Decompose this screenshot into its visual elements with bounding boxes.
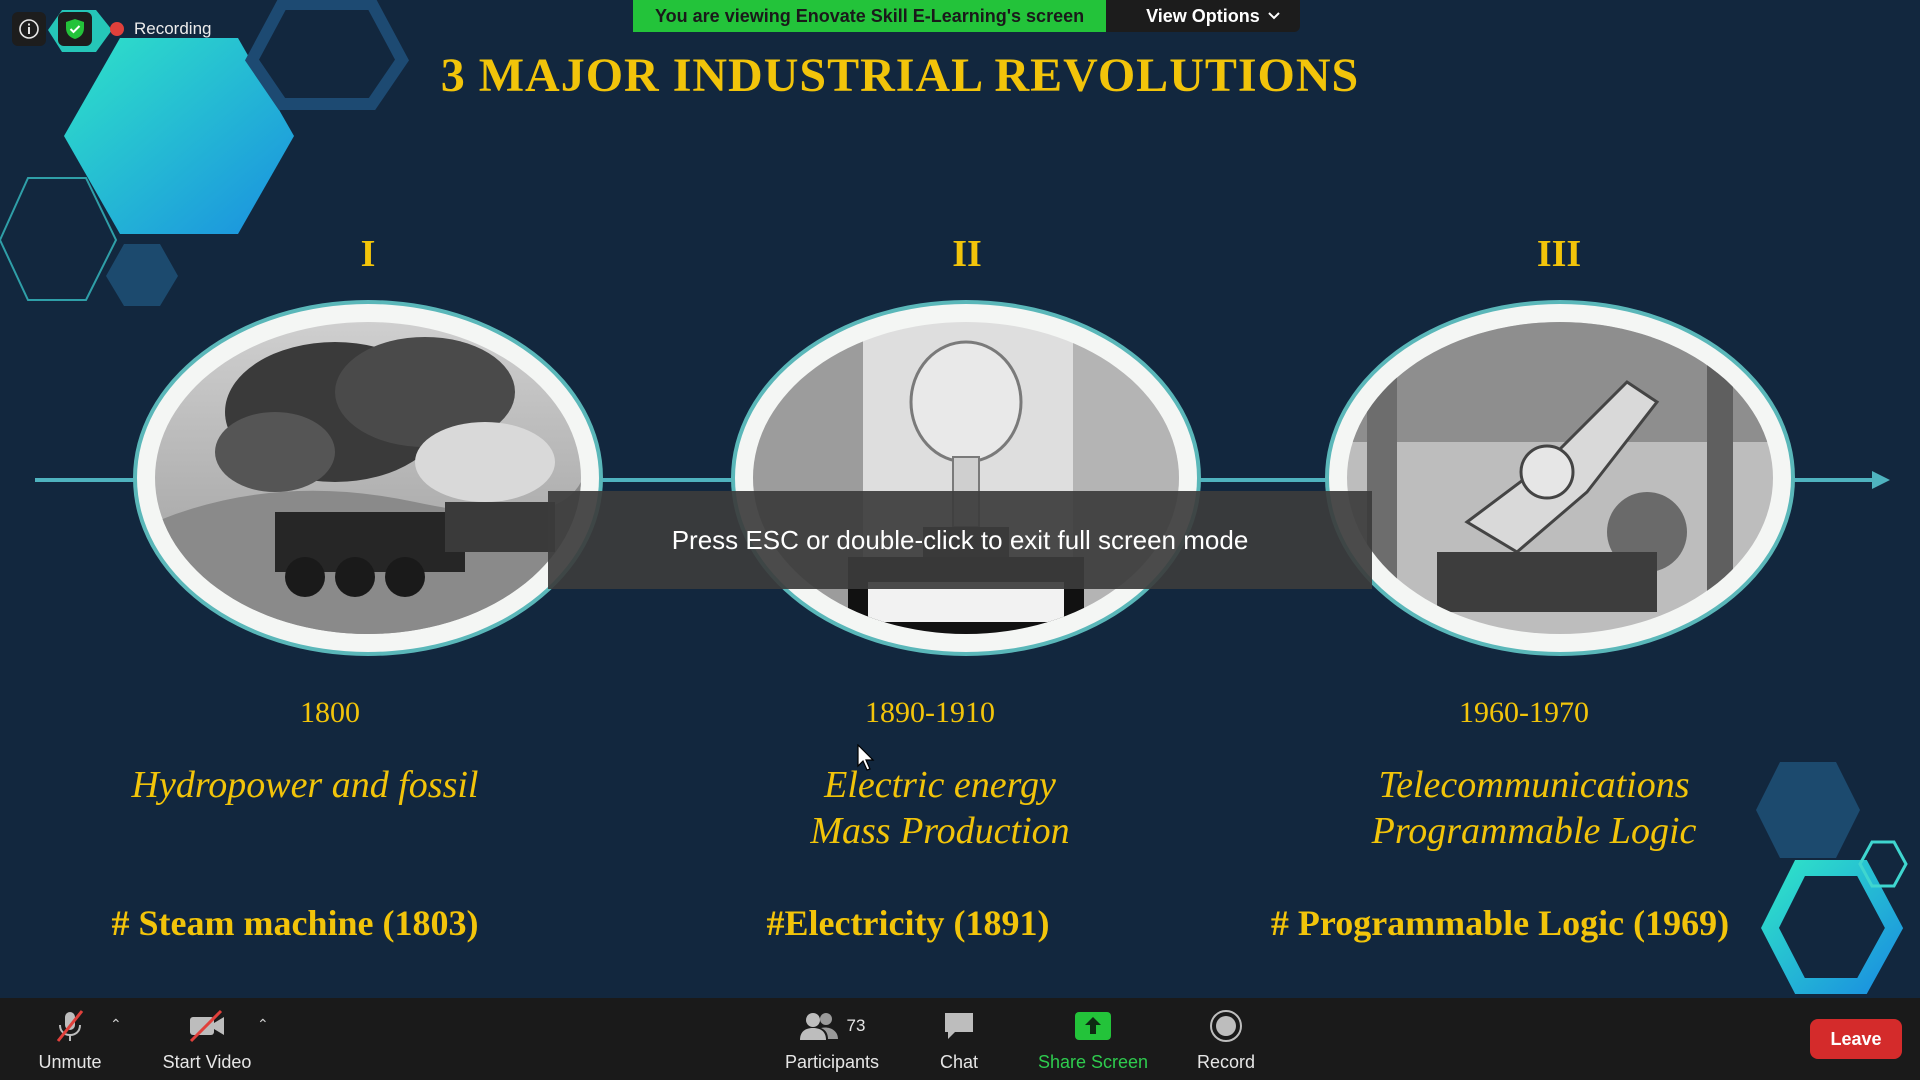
slide-title: 3 MAJOR INDUSTRIAL REVOLUTIONS xyxy=(440,49,1360,102)
revolution-numeral-2: II xyxy=(952,233,982,275)
record-icon xyxy=(1210,1010,1242,1042)
record-button[interactable]: Record xyxy=(1186,998,1266,1080)
start-video-label: Start Video xyxy=(162,1052,252,1072)
chat-label: Chat xyxy=(939,1052,979,1072)
shared-slide: 3 MAJOR INDUSTRIAL REVOLUTIONS I xyxy=(0,0,1908,994)
chevron-down-icon xyxy=(1268,12,1280,20)
decorative-hexagons-bottom-right xyxy=(1756,762,1908,994)
share-screen-button[interactable]: Share Screen xyxy=(1034,998,1152,1080)
recording-dot-icon xyxy=(110,22,124,36)
timeline-arrow-icon xyxy=(1872,471,1890,489)
info-icon xyxy=(19,19,39,39)
microphone-muted-icon xyxy=(56,1010,84,1042)
security-button[interactable] xyxy=(58,12,92,46)
video-camera-off-icon xyxy=(189,1009,224,1043)
participants-label: Participants xyxy=(784,1052,880,1072)
revolution-description-1: Hydropower and fossil xyxy=(131,764,479,806)
view-options-label: View Options xyxy=(1146,5,1260,26)
participants-button[interactable]: 73 Participants xyxy=(776,998,888,1080)
participants-icon xyxy=(799,1013,838,1040)
meeting-toolbar: Unmute ⌃ Start Video ⌃ 73 Participants xyxy=(0,998,1920,1080)
viewing-banner: You are viewing Enovate Skill E-Learning… xyxy=(633,0,1300,32)
share-screen-arrow-icon xyxy=(1075,1012,1111,1040)
view-options-button[interactable]: View Options xyxy=(1106,0,1300,32)
video-options-caret-icon[interactable]: ⌃ xyxy=(257,1016,269,1032)
revolution-description-3: Telecommunications Programmable Logic xyxy=(1371,764,1697,852)
shield-check-icon xyxy=(66,19,84,39)
meeting-info-button[interactable] xyxy=(12,12,46,46)
start-video-button[interactable]: Start Video xyxy=(152,998,262,1080)
viewing-banner-text: You are viewing Enovate Skill E-Learning… xyxy=(633,0,1107,32)
recording-label: Recording xyxy=(134,19,212,38)
revolution-year-3: 1960-1970 xyxy=(1459,696,1589,729)
revolution-year-1: 1800 xyxy=(300,696,360,729)
leave-meeting-button[interactable]: Leave xyxy=(1810,1019,1902,1059)
revolution-description-2: Electric energy Mass Production xyxy=(810,764,1070,852)
chat-button[interactable]: Chat xyxy=(918,998,1000,1080)
revolution-invention-2: #Electricity (1891) xyxy=(766,903,1050,943)
steam-locomotive-image xyxy=(133,300,603,656)
revolution-invention-3: # Programmable Logic (1969) xyxy=(1270,903,1730,943)
mouse-cursor-icon xyxy=(857,744,875,771)
fullscreen-exit-toast: Press ESC or double-click to exit full s… xyxy=(548,491,1372,589)
revolution-numeral-3: III xyxy=(1536,233,1582,275)
industrial-robot-image xyxy=(1325,300,1795,656)
revolution-invention-1: # Steam machine (1803) xyxy=(111,903,479,943)
unmute-button[interactable]: Unmute xyxy=(28,998,112,1080)
light-bulb-image xyxy=(731,300,1201,656)
chat-bubble-icon xyxy=(945,1013,973,1039)
unmute-label: Unmute xyxy=(38,1052,102,1072)
recording-indicator[interactable]: Recording xyxy=(110,14,212,44)
revolution-numeral-1: I xyxy=(360,233,376,275)
revolution-year-2: 1890-1910 xyxy=(865,696,995,729)
audio-options-caret-icon[interactable]: ⌃ xyxy=(110,1016,122,1032)
share-screen-label: Share Screen xyxy=(1037,1052,1149,1072)
record-label: Record xyxy=(1196,1052,1256,1072)
participants-count: 73 xyxy=(846,1016,866,1035)
